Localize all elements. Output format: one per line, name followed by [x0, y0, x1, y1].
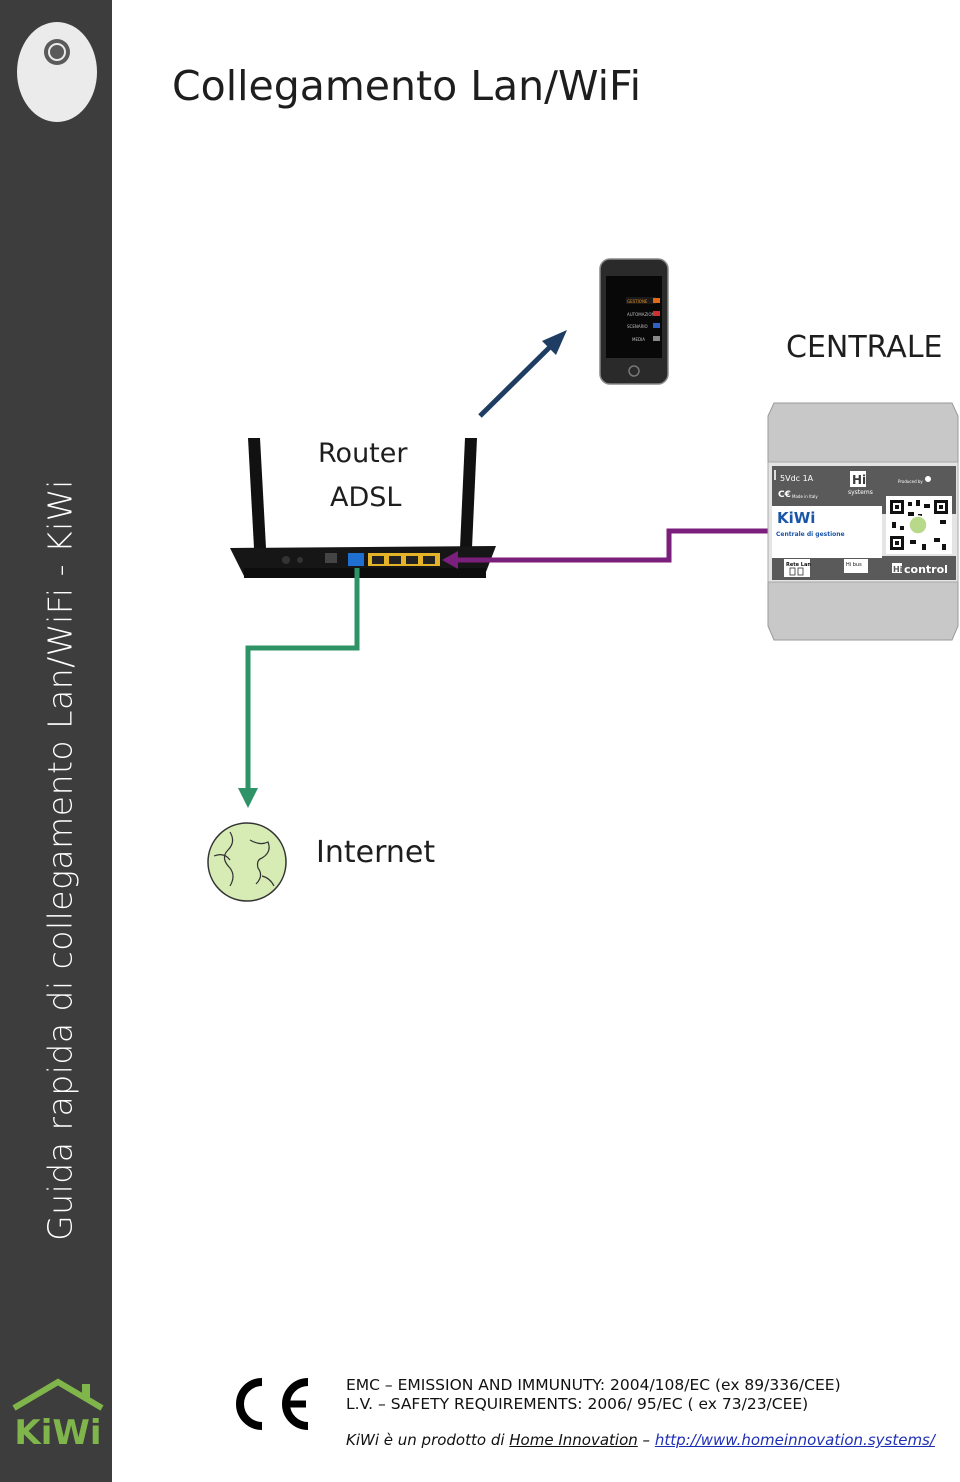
internet-connection-arrow: [238, 568, 360, 808]
website-link[interactable]: http://www.homeinnovation.systems/: [654, 1431, 935, 1449]
device-systems: systems: [848, 489, 873, 496]
lan-connection-arrow: [442, 528, 768, 569]
svg-text:Hi: Hi: [852, 473, 866, 487]
phone-menu-4: MEDIA: [632, 337, 645, 342]
sidebar: Guida rapida di collegamento Lan/WiFi - …: [0, 0, 112, 1482]
adsl-label: ADSL: [330, 482, 402, 513]
qr-code-icon: [890, 500, 948, 550]
device-port-lan: Rete Lan: [786, 562, 811, 568]
router-label: Router: [318, 438, 408, 469]
device-made-in: Made in Italy: [792, 494, 818, 499]
page-title: Collegamento Lan/WiFi: [172, 62, 641, 110]
phone-menu-3: SCENARIO: [627, 324, 648, 329]
centrale-label: CENTRALE: [786, 330, 943, 365]
svg-text:control: control: [904, 563, 948, 576]
device-port-bus: Hi bus: [846, 562, 862, 568]
wifi-arrow: [478, 330, 567, 418]
device-power: 5Vdc 1A: [780, 474, 814, 483]
compliance-lv: L.V. – SAFETY REQUIREMENTS: 2006/ 95/EC …: [346, 1395, 809, 1413]
footer-separator: –: [637, 1431, 655, 1449]
ce-mark-icon: [236, 1378, 309, 1430]
globe-icon: [207, 822, 287, 902]
internet-label: Internet: [316, 835, 436, 870]
smartphone-icon: GESTIONE AUTOMAZIONI SCENARIO MEDIA: [599, 258, 669, 385]
kiwi-logo-icon: KiWi: [12, 1378, 104, 1450]
kiwi-logo-text: KiWi: [14, 1413, 101, 1450]
device-produced-by: Produced by: [898, 479, 923, 484]
svg-text:C€: C€: [778, 490, 791, 500]
router-icon: [230, 438, 496, 578]
phone-menu-1: GESTIONE: [627, 299, 648, 304]
footer: KiWi è un prodotto di Home Innovation – …: [346, 1431, 935, 1449]
company-link[interactable]: Home Innovation: [509, 1431, 638, 1449]
brand-egg-icon: [17, 22, 97, 122]
device-brand: KiWi: [777, 509, 815, 527]
kiwi-device-icon: 5Vdc 1A C€ Made in Italy Hi systems Prod…: [767, 402, 959, 641]
footer-prefix: KiWi è un prodotto di: [346, 1431, 510, 1449]
svg-text:Hi: Hi: [893, 565, 903, 574]
phone-menu-2: AUTOMAZIONI: [627, 312, 656, 317]
device-subtitle: Centrale di gestione: [776, 531, 845, 538]
compliance-emc: EMC – EMISSION AND IMMUNUTY: 2004/108/EC…: [346, 1376, 841, 1394]
